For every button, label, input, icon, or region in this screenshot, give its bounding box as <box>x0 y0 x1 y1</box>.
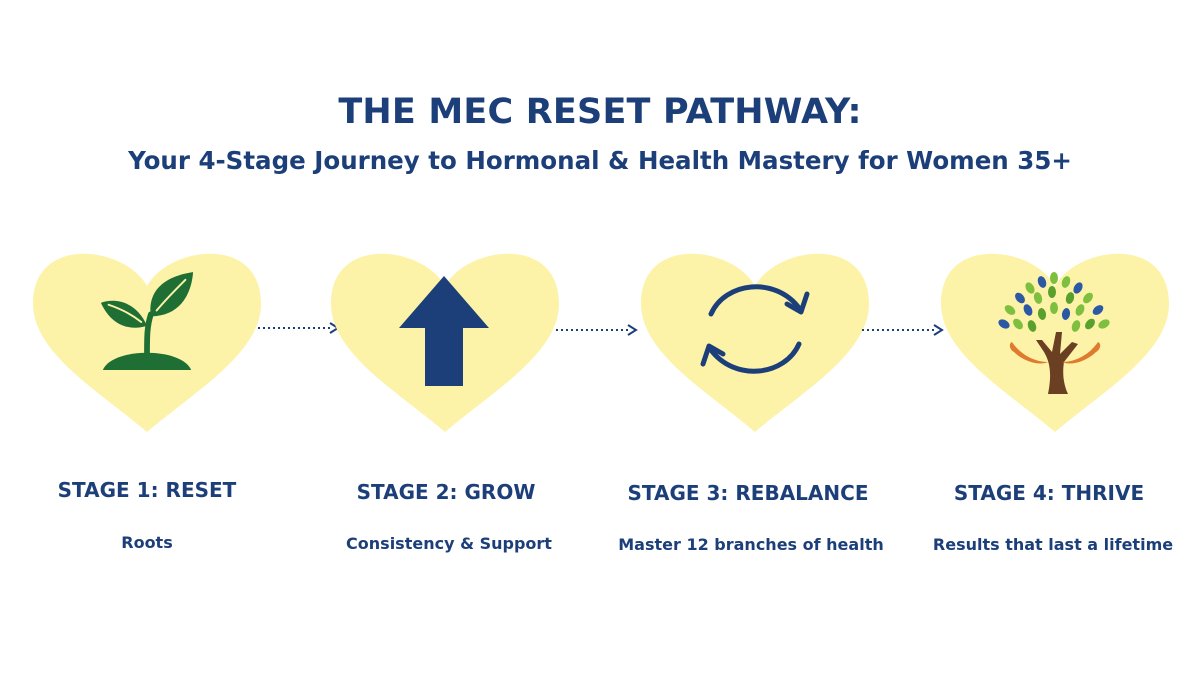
stage-3-description: Master 12 branches of health <box>618 535 884 554</box>
heart-shape <box>641 253 869 432</box>
stage-3-title: STAGE 3: REBALANCE <box>627 481 869 505</box>
stage-4-heart <box>941 234 1169 434</box>
stage-1-title: STAGE 1: RESET <box>57 478 237 502</box>
tree-hands-icon <box>998 272 1110 394</box>
stage-1-heart <box>33 234 261 434</box>
connector-arrow-1 <box>258 322 340 334</box>
connector-arrow-3 <box>862 324 944 336</box>
sprout-icon <box>100 272 194 371</box>
stage-4-title: STAGE 4: THRIVE <box>953 481 1145 505</box>
stage-2-title: STAGE 2: GROW <box>356 480 536 504</box>
page-title: THE MEC RESET PATHWAY: <box>338 92 862 132</box>
stage-2-description: Consistency & Support <box>346 534 552 553</box>
arrow-up-icon <box>399 276 489 386</box>
stage-4-description: Results that last a lifetime <box>932 535 1174 554</box>
connector-arrow-2 <box>556 324 638 336</box>
cycle-arrows-icon <box>700 284 810 374</box>
stage-3-heart <box>641 234 869 434</box>
stage-2-heart <box>331 234 559 434</box>
page-subtitle: Your 4-Stage Journey to Hormonal & Healt… <box>128 146 1072 175</box>
stage-1-description: Roots <box>121 533 173 552</box>
